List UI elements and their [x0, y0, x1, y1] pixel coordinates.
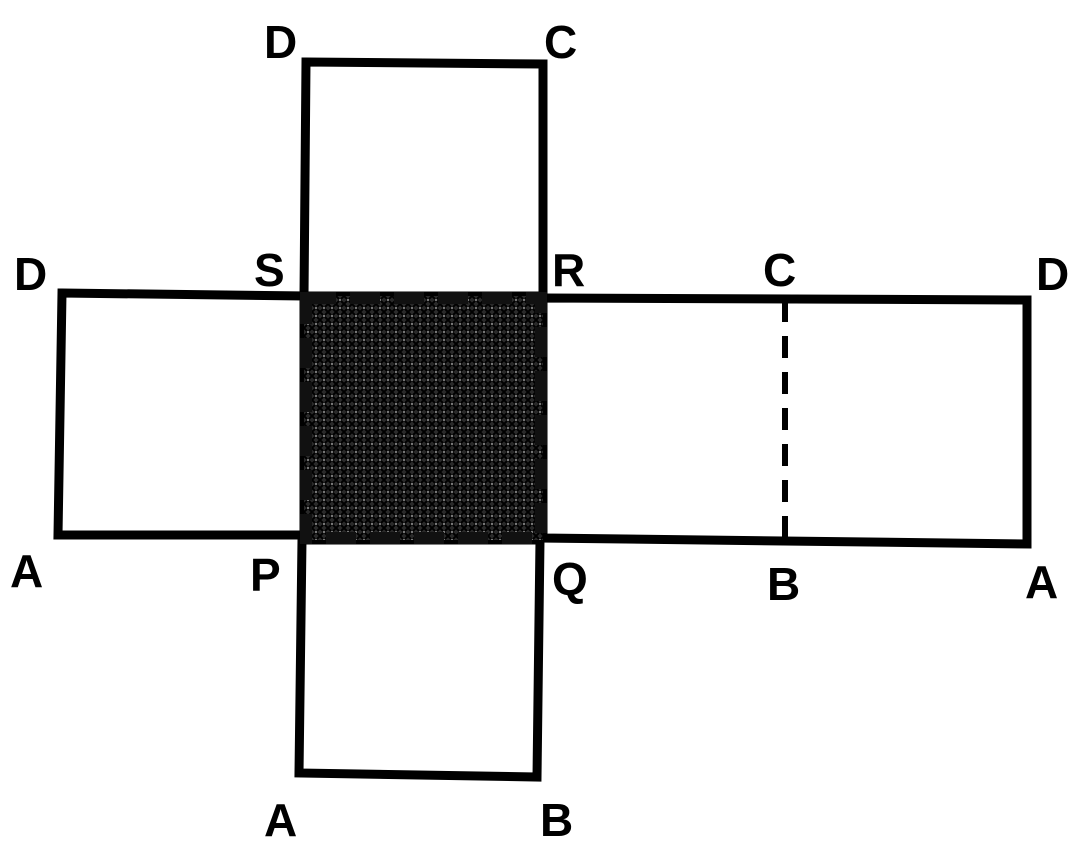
label-bottom-b: B [540, 794, 573, 846]
label-left-a: A [10, 545, 43, 597]
label-left-d: D [14, 248, 47, 300]
shaded-base-edge [300, 292, 547, 544]
label-top-d: D [264, 16, 297, 68]
label-right-c: C [763, 244, 796, 296]
left-face [53, 288, 309, 540]
label-p: P [250, 549, 281, 601]
top-face [299, 57, 548, 301]
label-q: Q [552, 553, 588, 605]
label-bottom-a: A [264, 794, 297, 846]
label-top-c: C [544, 16, 577, 68]
bottom-face [294, 535, 545, 782]
label-r: R [552, 244, 585, 296]
label-right-a: A [1025, 556, 1058, 608]
shaded-base-face [304, 296, 543, 540]
label-right-d: D [1036, 248, 1069, 300]
label-s: S [254, 244, 285, 296]
label-right-b: B [767, 558, 800, 610]
